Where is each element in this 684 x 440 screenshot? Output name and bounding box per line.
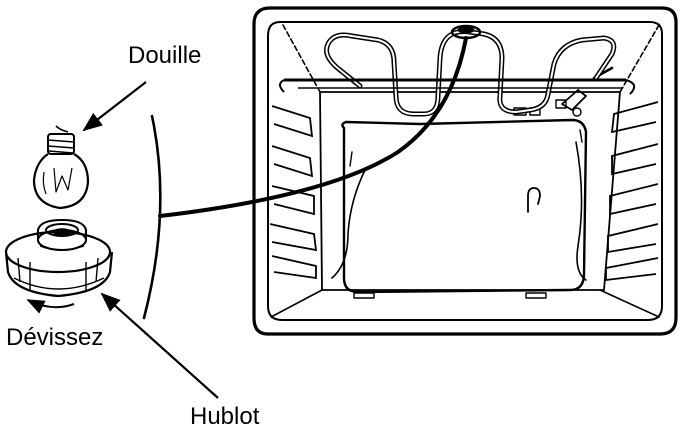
- lamp-cover-icon: [4, 219, 114, 298]
- porthole-arrow: [100, 292, 219, 399]
- rotate-arrow-icon: [26, 299, 75, 314]
- leader-line: [158, 36, 468, 218]
- bracket-curve: [142, 114, 162, 320]
- oven-cavity-icon: [252, 6, 678, 336]
- porthole-label: Hublot: [190, 403, 260, 430]
- unscrew-label: Dévissez: [6, 324, 104, 351]
- socket-arrow: [82, 81, 147, 132]
- light-bulb-icon: [32, 125, 90, 210]
- socket-label: Douille: [128, 42, 202, 69]
- side-rails-right: [605, 101, 659, 282]
